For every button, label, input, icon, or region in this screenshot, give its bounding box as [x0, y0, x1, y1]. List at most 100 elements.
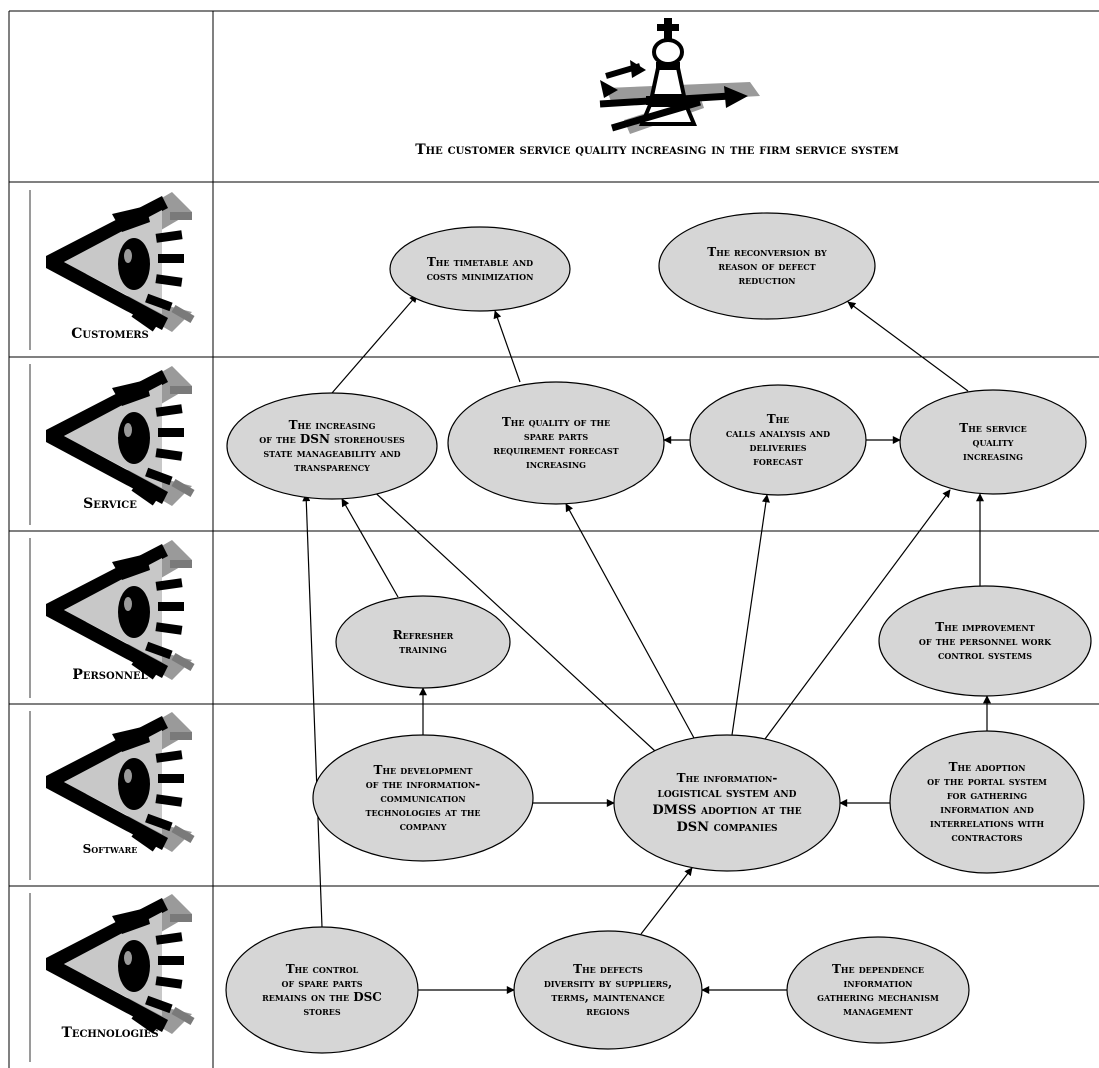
node-label-line: increasing: [525, 457, 587, 471]
perspective-icons: [46, 192, 195, 1034]
diagram-title: The customer service quality increasing …: [415, 142, 899, 158]
link-ils_dmss-to-dsn_storehouses: [367, 485, 656, 752]
link-dsn_storehouses-to-timetable: [331, 294, 418, 394]
node-ellipse-dependence: [786, 936, 970, 1044]
node-ellipse-ils-dmss: [613, 734, 841, 872]
node-label-line: The reconversion by: [707, 245, 827, 259]
node-label-line: information and: [940, 802, 1034, 816]
node-label-line: DMSS adoption at the: [652, 802, 802, 818]
node-label-line: The defects: [573, 962, 643, 976]
node-label-line: interrelations with: [929, 816, 1045, 830]
node-label-line: stores: [303, 1004, 341, 1018]
node-label-line: of the personnel work: [918, 634, 1052, 648]
table-grid: [8, 10, 1099, 1068]
node-label-line: of the information-: [365, 777, 481, 791]
node-label-line: costs minimization: [426, 269, 534, 283]
node-label-line: The information-: [676, 770, 778, 785]
eye-icon: [46, 712, 195, 852]
node-label-line: DSN companies: [676, 819, 778, 835]
node-label-line: contractors: [951, 830, 1023, 844]
node-label-line: transparency: [294, 460, 370, 474]
perspective-label-technologies: Technologies: [61, 1025, 159, 1041]
node-ellipse-calls-analysis: [689, 384, 867, 496]
node-label-line: The adoption: [948, 760, 1026, 774]
node-label-line: regions: [586, 1004, 630, 1018]
node-label-line: technologies at the: [365, 805, 481, 819]
node-ellipse-timetable: [389, 226, 571, 312]
node-label-line: calls analysis and: [725, 426, 831, 440]
node-label-line: management: [843, 1004, 913, 1018]
node-label-line: of spare parts: [281, 976, 363, 990]
node-label-line: deliveries: [749, 440, 807, 454]
node-label-line: of the portal system: [927, 774, 1047, 788]
eye-icon: [46, 540, 195, 680]
link-ils_dmss-to-calls_analysis: [731, 494, 770, 736]
node-label-line: information: [843, 976, 913, 990]
node-label-line: state manageability and: [263, 446, 401, 460]
node-ellipse-dsn-storehouses: [226, 392, 438, 500]
node-label-line: The increasing: [288, 418, 376, 432]
node-label-line: The dependence: [831, 962, 925, 976]
perspective-label-personnel: Personnel: [72, 667, 148, 683]
node-label-line: remains on the DSC: [262, 990, 382, 1004]
node-label-line: increasing: [962, 449, 1024, 463]
link-ils_dmss-to-spare_parts_forecast: [565, 503, 695, 739]
node-label-line: requirement forecast: [493, 443, 619, 457]
node-label-line: reason of defect: [718, 259, 816, 273]
node-label-line: for gathering: [946, 788, 1028, 802]
node-label-line: quality: [972, 435, 1014, 449]
node-label-line: The improvement: [935, 620, 1035, 634]
node-label-line: spare parts: [523, 429, 589, 443]
node-label-line: The: [766, 412, 790, 426]
node-label-line: The quality of the: [501, 415, 611, 429]
link-service_quality-to-reconversion: [847, 301, 969, 392]
perspective-label-software: Software: [82, 842, 138, 856]
node-ellipse-ict-development: [312, 734, 534, 862]
node-label-line: The control: [285, 962, 359, 976]
node-label-line: The timetable and: [426, 255, 534, 269]
node-label-line: company: [399, 819, 447, 833]
node-label-line: gathering mechanism: [817, 990, 939, 1004]
node-ellipse-spare-parts-forecast: [447, 381, 665, 505]
node-label-line: diversity by suppliers,: [543, 976, 673, 990]
node-label-line: communication: [380, 791, 466, 805]
eye-icon: [46, 366, 195, 506]
node-label-line: The development: [373, 763, 473, 777]
node-label-line: of the DSN storehouses: [259, 432, 405, 446]
node-ellipse-spare-control: [225, 926, 419, 1054]
node-ellipse-service-quality: [899, 389, 1087, 495]
node-ellipse-refresher: [335, 595, 511, 689]
chess-king-icon: [599, 18, 760, 134]
node-label-line: terms, maintenance: [551, 990, 665, 1004]
node-ellipse-personnel-control: [878, 585, 1092, 697]
link-refresher-to-dsn_storehouses: [341, 498, 399, 598]
link-ils_dmss-to-service_quality: [764, 489, 951, 740]
node-label-line: The service: [959, 421, 1027, 435]
perspective-label-service: Service: [83, 496, 137, 512]
node-label-line: Refresher: [392, 628, 454, 642]
objective-nodes: [225, 212, 1092, 1054]
perspective-label-customers: Customers: [71, 326, 149, 342]
node-label-line: forecast: [753, 454, 803, 468]
link-spare_control-to-dsn_storehouses: [302, 493, 323, 928]
node-ellipse-reconversion: [658, 212, 876, 320]
node-label-line: training: [399, 642, 447, 656]
node-ellipse-defects-diversity: [513, 930, 703, 1050]
link-defects_diversity-to-ils_dmss: [640, 867, 693, 935]
